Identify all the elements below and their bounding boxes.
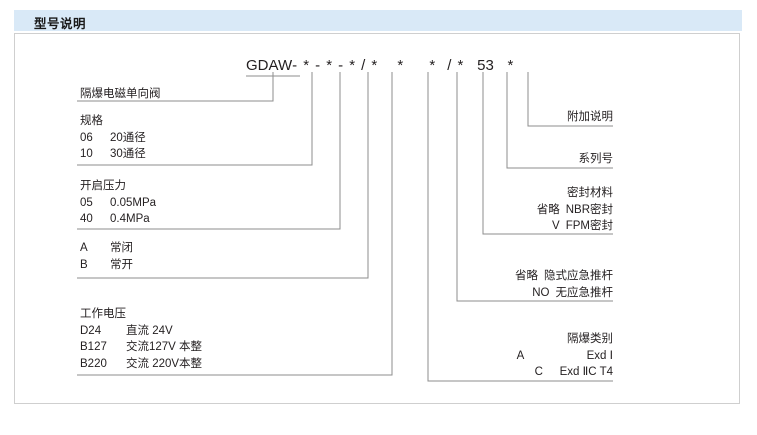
code-omit-nbr: 省略 — [536, 203, 560, 216]
label-opening-pressure-row-1: 40 0.4MPa — [80, 211, 156, 228]
model-code-token-5: - — [338, 57, 344, 74]
label-specification-row-1: 10 30通径 — [80, 146, 146, 163]
label-explosion-proof-class-heading: 隔爆类别 — [567, 333, 613, 345]
code-05: 05 — [80, 196, 93, 209]
label-working-voltage-row-0: D24 直流 24V — [80, 323, 202, 340]
label-explosion-proof-class: 隔爆类别 A Exd Ⅰ C Exd ⅡC T4 — [413, 331, 613, 381]
label-valve-state: A 常闭 B 常开 — [80, 240, 133, 273]
text-A-state: 常闭 — [110, 242, 133, 254]
label-specification: 规格 06 20通径 10 30通径 — [80, 113, 146, 163]
model-code-token-1: - — [292, 57, 298, 74]
model-code-token-6: * — [349, 57, 356, 74]
text-05: 0.05MPa — [110, 196, 157, 209]
model-code-string: GDAW-*-*-*/***/*53* — [246, 57, 519, 74]
model-code-token-4: * — [326, 57, 333, 74]
label-sealing-material: 密封材料 省略 NBR密封 V FPM密封 — [413, 185, 613, 235]
text-fpm: FPM密封 — [565, 220, 613, 232]
text-hidden-pushrod: 隐式应急推杆 — [544, 270, 613, 282]
text-nbr: NBR密封 — [565, 203, 613, 216]
code-B220: B220 — [80, 357, 107, 370]
code-B-state: B — [80, 258, 88, 271]
model-code-token-11: / — [447, 57, 452, 74]
label-opening-pressure: 开启压力 05 0.05MPa 40 0.4MPa — [80, 178, 156, 228]
label-series-number: 系列号 — [413, 151, 614, 168]
label-specification-heading: 规格 — [80, 115, 103, 127]
code-06: 06 — [80, 131, 93, 144]
text-06: 20通径 — [110, 131, 146, 144]
code-C-class: C — [534, 366, 543, 378]
label-explosion-proof-class-row-1: C Exd ⅡC T4 — [413, 364, 613, 381]
model-code-token-8: * — [371, 57, 378, 74]
label-sealing-material-row-0: 省略 NBR密封 — [413, 202, 613, 219]
model-code-token-10: * — [429, 57, 436, 74]
label-working-voltage: 工作电压 D24 直流 24V B127 交流127V 本整 B220 交流 220V… — [80, 306, 202, 372]
label-emergency-push-rod: 省略隐式应急推杆 NO 无应急推杆 — [413, 268, 613, 301]
code-10: 10 — [80, 148, 93, 160]
label-specification-row-0: 06 20通径 — [80, 130, 146, 147]
code-A-state: A — [80, 242, 88, 254]
page-title: 型号说明 — [34, 17, 87, 31]
label-explosion-proof-class-row-0: A Exd Ⅰ — [413, 348, 613, 365]
model-code-token-9: * — [397, 57, 404, 74]
text-B-state: 常开 — [110, 258, 133, 271]
model-code-token-3: - — [315, 57, 321, 74]
code-D24: D24 — [80, 324, 102, 337]
section-header: 型号说明 — [14, 10, 742, 31]
code-B127: B127 — [80, 341, 107, 353]
text-exd-2c-t4: Exd ⅡC T4 — [559, 366, 613, 378]
label-series-number-heading: 系列号 — [578, 153, 614, 165]
text-exd-1: Exd Ⅰ — [586, 349, 613, 362]
label-working-voltage-heading: 工作电压 — [80, 308, 126, 320]
label-working-voltage-row-1: B127 交流127V 本整 — [80, 339, 202, 356]
label-additional-description: 附加说明 — [413, 109, 613, 126]
label-emergency-push-rod-row-1: NO 无应急推杆 — [413, 285, 613, 302]
label-additional-description-heading: 附加说明 — [567, 111, 613, 123]
label-working-voltage-row-2: B220 交流 220V本整 — [80, 356, 202, 373]
model-code-token-14: * — [507, 57, 514, 74]
model-code-token-base: GDAW — [246, 57, 293, 74]
text-no-pushrod: 无应急推杆 — [555, 286, 614, 299]
text-10: 30通径 — [110, 148, 146, 160]
label-valve-state-row-0: A 常闭 — [80, 240, 133, 257]
model-code-token-13: 53 — [477, 57, 494, 74]
label-product-name-text: 隔爆电磁单向阀 — [80, 88, 161, 100]
label-emergency-push-rod-row-0: 省略隐式应急推杆 — [413, 268, 613, 285]
code-omit-pushrod: 省略 — [515, 270, 538, 282]
text-B127: 交流127V 本整 — [126, 341, 203, 353]
text-D24: 直流 24V — [126, 324, 173, 337]
label-opening-pressure-heading: 开启压力 — [80, 180, 126, 192]
label-opening-pressure-row-0: 05 0.05MPa — [80, 195, 156, 212]
code-NO: NO — [532, 286, 550, 299]
label-valve-state-row-1: B 常开 — [80, 257, 133, 274]
code-V: V — [552, 220, 560, 232]
model-code-token-7: / — [361, 57, 366, 74]
label-sealing-material-heading: 密封材料 — [567, 187, 613, 199]
text-B220: 交流 220V本整 — [126, 357, 203, 370]
model-code-token-12: * — [457, 57, 464, 74]
code-A-class: A — [516, 349, 525, 362]
model-code-token-2: * — [303, 57, 310, 74]
text-40: 0.4MPa — [110, 213, 150, 225]
label-sealing-material-row-1: V FPM密封 — [413, 218, 613, 235]
code-40: 40 — [80, 213, 93, 225]
label-product-name: 隔爆电磁单向阀 — [80, 86, 161, 103]
